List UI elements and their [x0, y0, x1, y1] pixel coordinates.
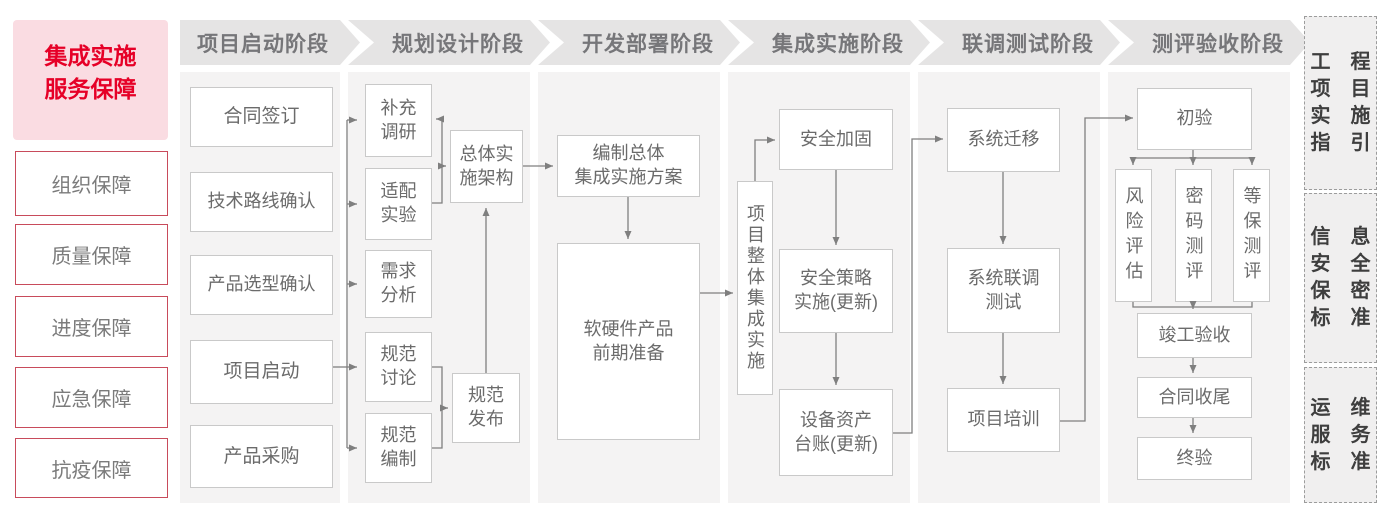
phase-banner-acceptance: 测评验收阶段 [1108, 20, 1310, 65]
flow-box-product-procurement: 产品采购 [190, 425, 333, 488]
flow-box-initial-acceptance: 初验 [1137, 88, 1252, 150]
flow-box-overall-integration-impl: 项目整体集成实施 [737, 181, 773, 395]
sidebar-title: 集成实施 服务保障 [13, 20, 168, 140]
flow-box-completion-acceptance: 竣工验收 [1137, 313, 1252, 358]
flow-box-supplementary-research: 补充 调研 [365, 84, 432, 157]
flow-box-security-hardening: 安全加固 [779, 109, 893, 170]
standard-ops-service: 运 维 服 务 标 准 [1304, 367, 1377, 503]
flow-box-project-kickoff: 项目启动 [190, 340, 333, 404]
flow-box-product-selection-confirm: 产品选型确认 [190, 255, 333, 315]
sidebar-item-emergency: 应急保障 [15, 367, 168, 428]
phase-banner-project-start: 项目启动阶段 [180, 20, 360, 65]
flow-box-system-migration: 系统迁移 [947, 108, 1060, 172]
flow-box-contract-closure: 合同收尾 [1137, 377, 1252, 418]
standard-infosec-confidentiality: 信 息 安 全 保 密 标 准 [1304, 193, 1377, 363]
flow-box-spec-discussion: 规范 讨论 [365, 332, 432, 402]
flow-box-final-acceptance: 终验 [1137, 437, 1252, 480]
sidebar-item-organization: 组织保障 [15, 151, 168, 216]
phase-banner-integration: 集成实施阶段 [728, 20, 930, 65]
flow-box-mlps-evaluation: 等保测评 [1233, 169, 1270, 302]
sidebar-item-quality: 质量保障 [15, 224, 168, 285]
phase-banner-joint-test: 联调测试阶段 [918, 20, 1120, 65]
flow-box-tech-route-confirm: 技术路线确认 [190, 172, 333, 232]
flow-box-security-policy-impl: 安全策略 实施(更新) [779, 249, 893, 333]
flow-box-adaptation-test: 适配 实验 [365, 168, 432, 240]
flow-box-overall-integration-plan: 编制总体 集成实施方案 [557, 135, 700, 197]
flow-box-contract-signing: 合同签订 [190, 87, 333, 147]
flow-box-project-training: 项目培训 [947, 388, 1060, 452]
phase-banner-planning-design: 规划设计阶段 [348, 20, 550, 65]
flow-box-spec-drafting: 规范 编制 [365, 413, 432, 483]
flow-box-crypto-evaluation: 密码测评 [1175, 169, 1212, 302]
flow-box-asset-ledger-update: 设备资产 台账(更新) [779, 389, 893, 476]
flow-box-hw-sw-preparation: 软硬件产品 前期准备 [557, 243, 700, 440]
flow-box-spec-release: 规范 发布 [452, 373, 520, 443]
flow-box-joint-debug-test: 系统联调 测试 [947, 248, 1060, 333]
sidebar-item-schedule: 进度保障 [15, 296, 168, 357]
flow-box-risk-assessment: 风险评估 [1115, 169, 1152, 302]
standard-project-implementation-guide: 工 程 项 目 实 施 指 引 [1304, 16, 1377, 190]
flow-box-overall-impl-architecture: 总体实 施架构 [450, 130, 523, 203]
sidebar-item-epidemic: 抗疫保障 [15, 438, 168, 498]
flow-box-requirement-analysis: 需求 分析 [365, 250, 432, 318]
phase-banner-dev-deploy: 开发部署阶段 [538, 20, 740, 65]
